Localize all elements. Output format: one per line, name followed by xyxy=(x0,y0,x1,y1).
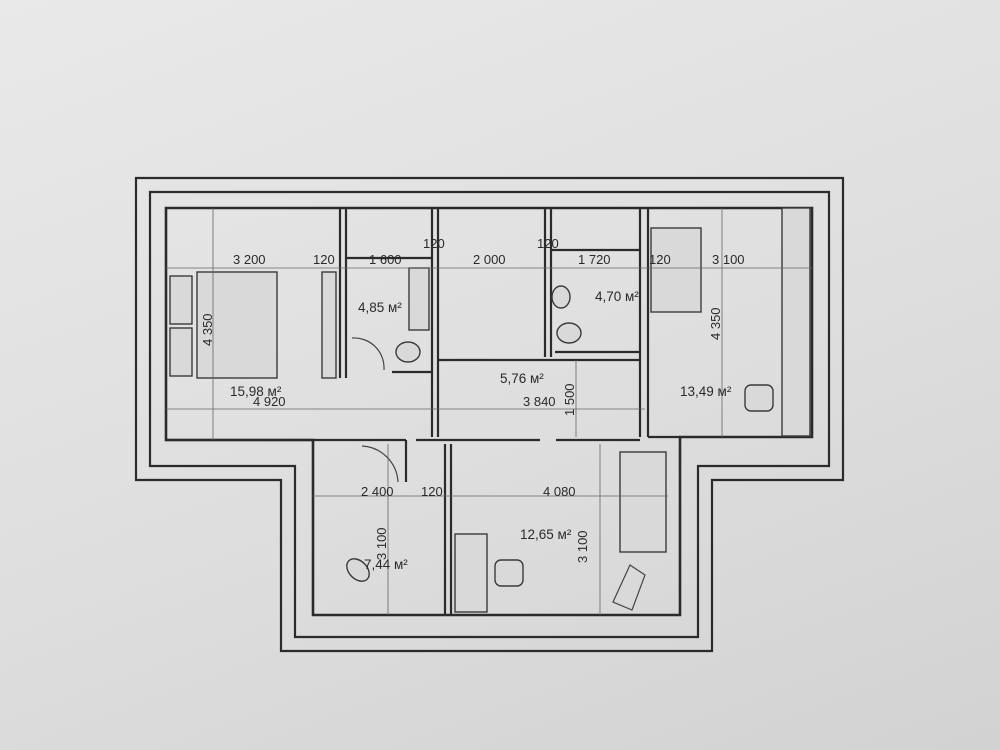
bath1-area: 4,85 м² xyxy=(358,300,402,315)
room-right-area: 13,49 м² xyxy=(680,384,732,399)
room-right-width: 3 100 xyxy=(712,252,745,267)
hall-width: 2 000 xyxy=(473,252,506,267)
room-lower-width: 4 080 xyxy=(543,484,576,499)
wall-thickness: 120 xyxy=(313,252,335,267)
toilet-icon xyxy=(556,322,582,344)
wall-thickness: 120 xyxy=(423,236,445,251)
apartment-walls xyxy=(164,206,814,617)
dressing-area: 7,44 м² xyxy=(364,557,408,572)
sink-icon xyxy=(551,285,571,309)
chair-icon xyxy=(744,384,774,412)
wardrobe-icon xyxy=(781,207,811,437)
door-swings xyxy=(351,337,399,483)
sink-icon xyxy=(408,267,430,331)
bedroom-depth: 4 350 xyxy=(200,313,215,346)
bedroom-width: 3 200 xyxy=(233,252,266,267)
chair-icon xyxy=(612,564,646,611)
room-right-depth: 4 350 xyxy=(708,307,723,340)
room-lower-area: 12,65 м² xyxy=(520,527,572,542)
labels: 3 200 120 4 350 15,98 м² 4 920 1 600 4,8… xyxy=(200,236,745,572)
bed-icon xyxy=(650,227,702,313)
hall-area: 5,76 м² xyxy=(500,371,544,386)
hall-length: 3 840 xyxy=(523,394,556,409)
wardrobe-icon xyxy=(321,271,337,379)
bath2-area: 4,70 м² xyxy=(595,289,639,304)
bedroom-area: 15,98 м² xyxy=(230,384,282,399)
furniture xyxy=(169,207,811,613)
wall-thickness: 120 xyxy=(537,236,559,251)
bedroom-length: 4 920 xyxy=(253,394,286,409)
toilet-icon xyxy=(395,341,421,363)
dressing-depth: 3 100 xyxy=(374,527,389,560)
bath1-width: 1 600 xyxy=(369,252,402,267)
wall-thickness: 120 xyxy=(421,484,443,499)
hall-depth: 1 500 xyxy=(562,383,577,416)
wall-thickness: 120 xyxy=(649,252,671,267)
bed-icon xyxy=(196,271,278,379)
bath2-width: 1 720 xyxy=(578,252,611,267)
dimension-lines xyxy=(166,208,812,615)
chair-icon xyxy=(494,559,524,587)
room-lower-depth: 3 100 xyxy=(575,530,590,563)
dressing-width: 2 400 xyxy=(361,484,394,499)
outer-frame xyxy=(134,176,845,653)
